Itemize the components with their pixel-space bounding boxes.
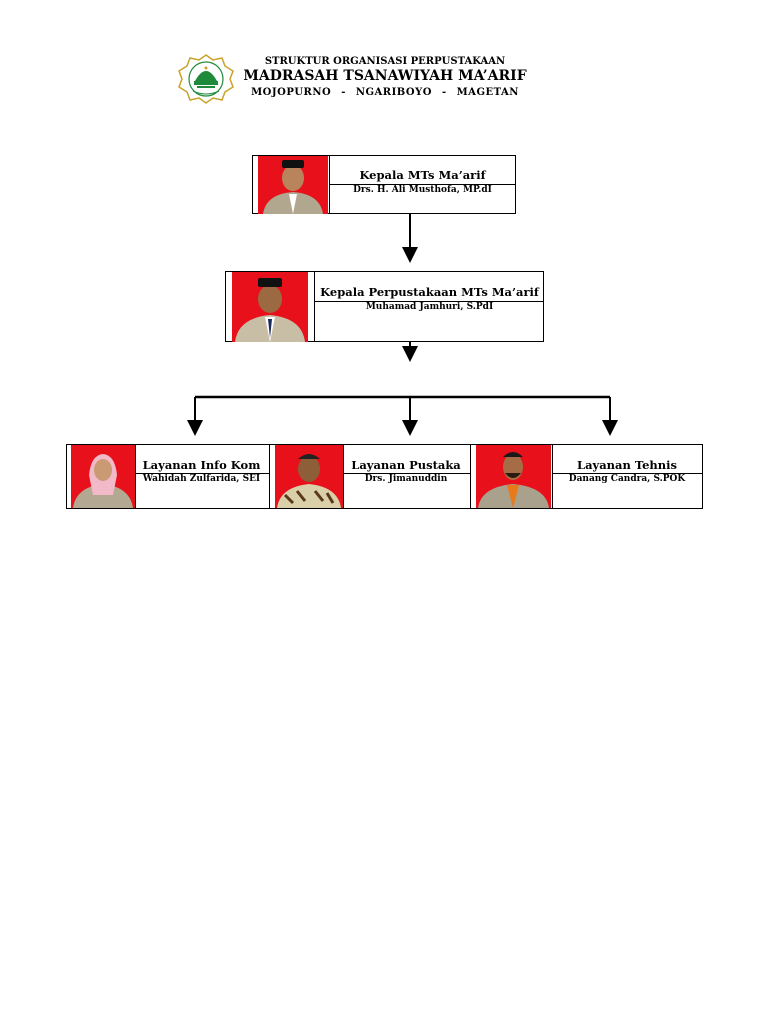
location-regency: MAGETAN (456, 87, 519, 98)
info-role: Layanan Info Kom (142, 458, 261, 472)
library-head-photo-divider (314, 272, 315, 342)
info-photo (71, 445, 135, 508)
pustaka-photo-divider (343, 445, 344, 508)
library-head-photo (232, 272, 308, 342)
tehnis-role-rule (552, 473, 702, 474)
info-photo-divider (135, 445, 136, 508)
head-photo (258, 156, 328, 214)
tehnis-name: Danang Candra, S.POK (568, 474, 686, 484)
library-head-role: Kepala Perpustakaan MTs Ma’arif (320, 285, 539, 299)
location-district: NGARIBOYO (355, 87, 432, 98)
location-village: MOJOPURNO (251, 87, 332, 98)
info-name: Wahidah Zulfarida, SEI (142, 474, 261, 484)
location-separator: - (341, 87, 346, 98)
head-role-rule (330, 184, 516, 185)
library-head-name: Muhamad Jamhuri, S.PdI (365, 302, 494, 312)
library-head-role-rule (315, 301, 544, 302)
pustaka-name: Drs. Jimanuddin (364, 474, 448, 484)
pustaka-role: Layanan Pustaka (351, 458, 461, 472)
staff-row: Layanan Info Kom Wahidah Zulfarida, SEI … (66, 444, 703, 509)
tehnis-role: Layanan Tehnis (577, 458, 677, 472)
institution-location: MOJOPURNO - NGARIBOYO - MAGETAN (240, 87, 530, 98)
madrasah-logo (177, 53, 235, 105)
head-photo-divider (329, 156, 330, 214)
node-head: Kepala MTs Ma’arif Drs. H. Ali Musthofa,… (252, 155, 516, 214)
location-separator: - (441, 87, 447, 98)
pustaka-right-divider (470, 445, 471, 508)
head-role: Kepala MTs Ma’arif (359, 168, 486, 182)
node-library-head: Kepala Perpustakaan MTs Ma’arif Muhamad … (225, 271, 544, 342)
tehnis-photo-divider (552, 445, 553, 508)
chart-title: STRUKTUR ORGANISASI PERPUSTAKAAN (264, 56, 506, 67)
info-role-rule (135, 473, 269, 474)
tehnis-photo (476, 445, 551, 508)
pustaka-role-rule (343, 473, 470, 474)
pustaka-photo (275, 445, 343, 508)
institution-name: MADRASAH TSANAWIYAH MA’ARIF (243, 68, 527, 84)
info-right-divider (269, 445, 270, 508)
head-name: Drs. H. Ali Musthofa, MP.dI (353, 185, 492, 195)
